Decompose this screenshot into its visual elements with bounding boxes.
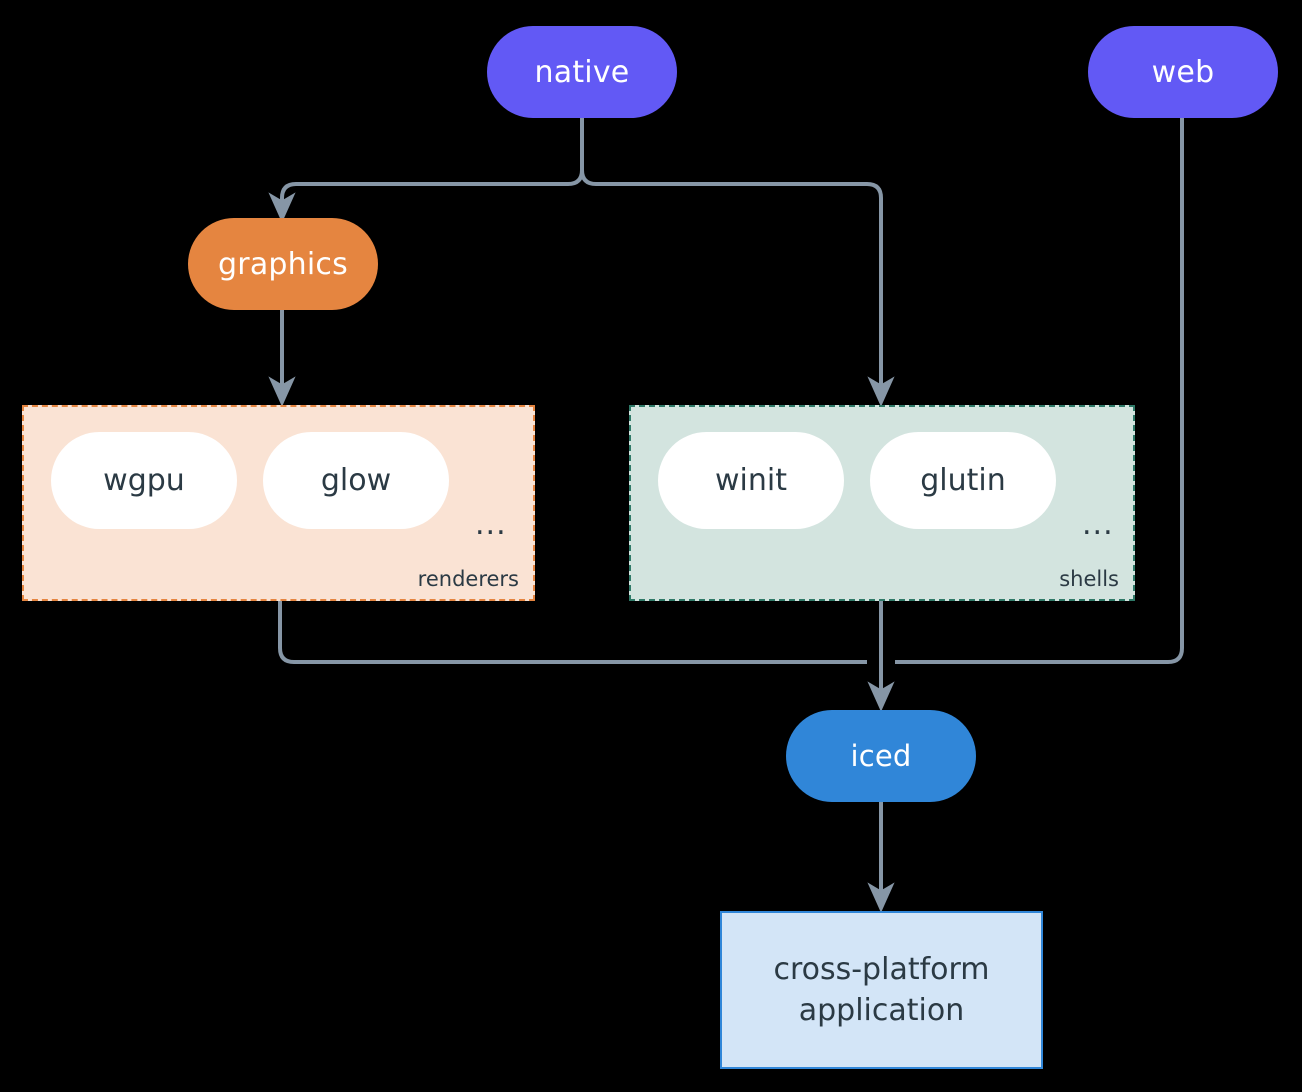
renderers-overflow-ellipsis: ...	[475, 507, 507, 542]
edge-renderers-to-iced	[278, 601, 867, 664]
shells-overflow-ellipsis: ...	[1082, 507, 1114, 542]
node-iced[interactable]: iced	[786, 710, 976, 802]
group-shells-label: shells	[1059, 567, 1119, 591]
node-iced-label: iced	[850, 739, 912, 773]
node-graphics-label: graphics	[218, 246, 348, 282]
node-native-label: native	[534, 54, 630, 90]
chip-wgpu-label: wgpu	[103, 463, 185, 498]
chip-glow-label: glow	[320, 463, 392, 498]
chip-glutin-label: glutin	[920, 463, 1006, 498]
node-native[interactable]: native	[487, 26, 677, 118]
edge-native-to-graphics	[268, 169, 584, 223]
chip-glow[interactable]: glow	[263, 432, 449, 529]
group-renderers[interactable]: wgpu glow ... renderers	[22, 405, 535, 601]
group-renderers-label: renderers	[417, 567, 519, 591]
node-web-label: web	[1151, 54, 1215, 90]
chip-wgpu[interactable]: wgpu	[51, 432, 237, 529]
chip-glutin[interactable]: glutin	[870, 432, 1056, 529]
group-renderers-items: wgpu glow ...	[24, 407, 533, 599]
node-graphics[interactable]: graphics	[188, 218, 378, 310]
group-shells-items: winit glutin ...	[631, 407, 1133, 599]
chip-winit-label: winit	[715, 463, 787, 498]
node-cross-platform-application[interactable]: cross-platform application	[720, 911, 1043, 1069]
node-web[interactable]: web	[1088, 26, 1278, 118]
chip-winit[interactable]: winit	[658, 432, 844, 529]
edge-native-to-shells	[580, 169, 895, 407]
application-label-line1: cross-platform	[773, 951, 990, 987]
group-shells[interactable]: winit glutin ... shells	[629, 405, 1135, 601]
application-label-line2: application	[798, 993, 965, 1028]
